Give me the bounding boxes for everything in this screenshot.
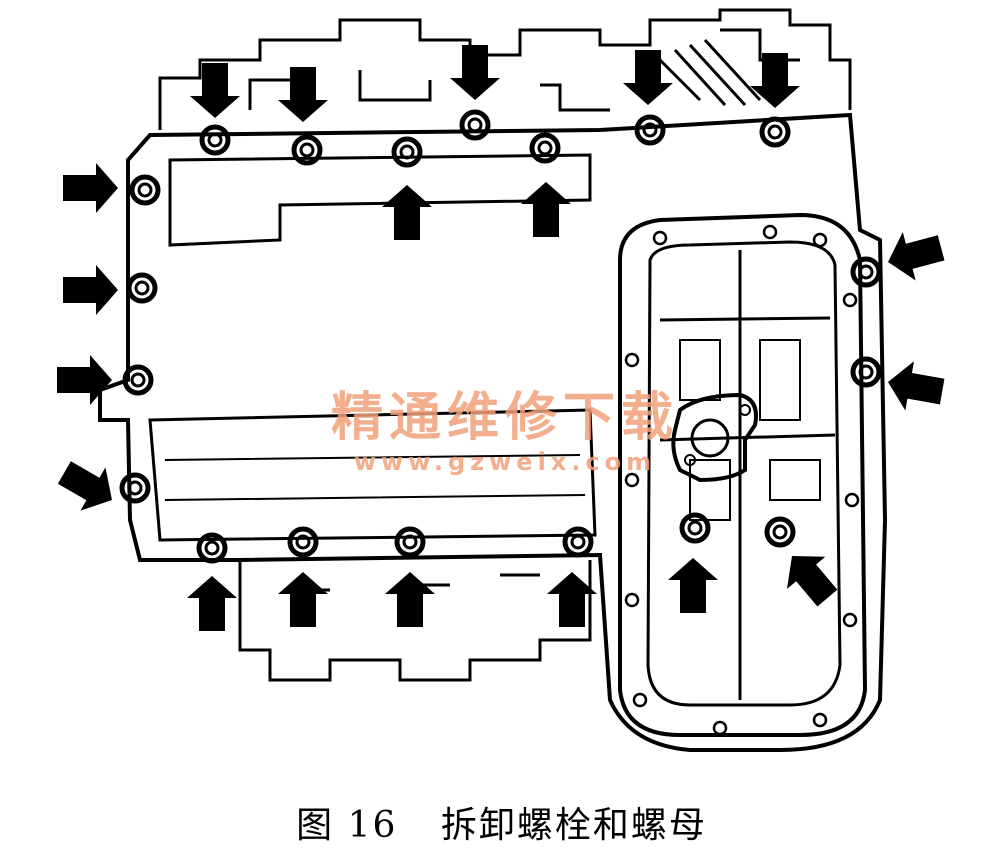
arrow-icon <box>881 223 948 287</box>
bolt-icon <box>565 529 591 555</box>
arrow-icon <box>668 558 718 613</box>
figure-caption: 图 16 拆卸螺栓和螺母 <box>0 796 1003 846</box>
figure-number: 图 16 <box>296 805 398 846</box>
watermark-line2: www.gzweix.com <box>354 448 656 476</box>
oil-pan-body <box>98 112 888 752</box>
bolts <box>122 112 879 561</box>
bolt-icon <box>682 515 708 541</box>
arrow-icon <box>382 185 432 240</box>
arrow-icon <box>278 572 328 627</box>
arrow-icon <box>63 265 118 315</box>
arrow-icon <box>190 63 240 118</box>
arrow-icon <box>450 45 500 100</box>
bolt-icon <box>202 127 228 153</box>
arrow-icon <box>57 355 112 405</box>
arrow-icon <box>51 450 125 522</box>
watermark: 精通维修下载 www.gzweix.com <box>331 388 679 476</box>
flange-plate <box>671 392 758 483</box>
oil-pan-diagram: 精通维修下载 www.gzweix.com <box>51 8 948 752</box>
arrow-icon <box>385 572 435 627</box>
bolt-icon <box>397 529 423 555</box>
upper-housing-outline <box>158 8 852 130</box>
bolt-icon <box>532 135 558 161</box>
watermark-line1: 精通维修下载 <box>331 388 679 448</box>
bolt-icon <box>290 529 316 555</box>
pan-perimeter-holes <box>624 224 860 736</box>
arrow-icon <box>521 182 571 237</box>
bolt-icon <box>394 139 420 165</box>
bolt-icon <box>767 519 793 545</box>
arrow-icon <box>623 50 673 105</box>
arrow-icon <box>63 163 118 213</box>
bolt-icon <box>462 112 488 138</box>
arrow-icon <box>278 67 328 122</box>
bolt-icon <box>637 117 663 143</box>
arrow-icon <box>187 576 237 631</box>
arrow-icon <box>883 357 947 417</box>
bolt-icon <box>853 259 879 285</box>
bolt-icon <box>132 177 158 203</box>
strainer-area-outline <box>618 212 868 737</box>
bolt-icon <box>122 475 148 501</box>
arrow-icon <box>772 539 847 615</box>
bolt-icon <box>762 119 788 145</box>
bolt-icon <box>129 275 155 301</box>
bolt-icon <box>853 359 879 385</box>
figure-title: 拆卸螺栓和螺母 <box>440 805 707 846</box>
